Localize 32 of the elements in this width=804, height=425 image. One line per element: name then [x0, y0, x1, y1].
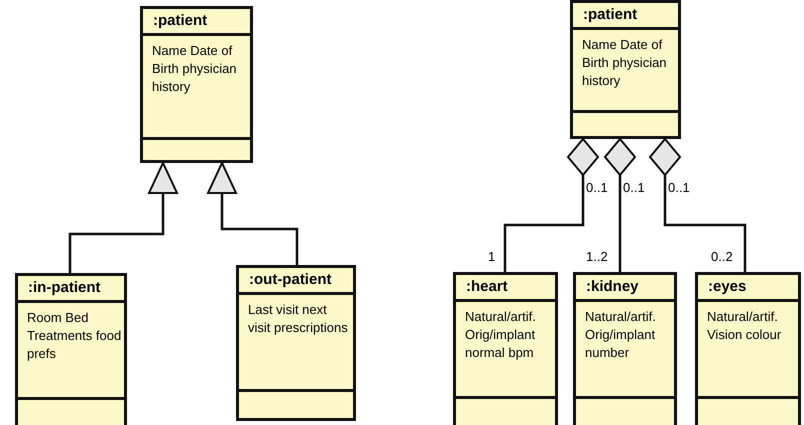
- aggregation-line: [649, 138, 746, 272]
- attribute-list: Natural/artif. Vision colour: [707, 308, 802, 344]
- class-box: [570, 0, 681, 139]
- generalization-arrow: [68, 162, 178, 273]
- class-name: :in-patient: [28, 279, 100, 296]
- class-name: :out-patient: [249, 271, 332, 288]
- multiplicity-label: 1..2: [586, 249, 608, 264]
- class-box: [236, 265, 356, 421]
- attribute-list: Natural/artif. Orig/implant number: [585, 308, 680, 362]
- attribute-list: Name Date of Birth physician history: [152, 42, 252, 96]
- aggregation-line: [604, 138, 636, 272]
- class-name: :kidney: [586, 278, 639, 295]
- aggregation-line: [504, 138, 599, 272]
- class-name: :patient: [583, 6, 638, 23]
- class-box: [695, 272, 801, 425]
- class-name: :eyes: [708, 278, 746, 295]
- class-box: [15, 273, 127, 425]
- class-name: :heart: [466, 278, 508, 295]
- multiplicity-label: 1: [488, 249, 496, 264]
- class-box: [453, 272, 558, 425]
- multiplicity-label: 0..1: [668, 180, 690, 195]
- multiplicity-label: 0..1: [586, 180, 608, 195]
- class-box: [140, 6, 253, 163]
- multiplicity-label: 0..1: [623, 180, 645, 195]
- attribute-list: Room Bed Treatments food prefs: [27, 309, 122, 363]
- generalization-arrow: [207, 162, 298, 265]
- attribute-list: Natural/artif. Orig/implant normal bpm: [465, 308, 560, 362]
- class-name: :patient: [153, 12, 208, 29]
- attribute-list: Name Date of Birth physician history: [582, 36, 682, 90]
- attribute-list: Last visit next visit prescriptions: [248, 301, 348, 337]
- multiplicity-label: 0..2: [711, 249, 733, 264]
- class-box: [573, 272, 677, 425]
